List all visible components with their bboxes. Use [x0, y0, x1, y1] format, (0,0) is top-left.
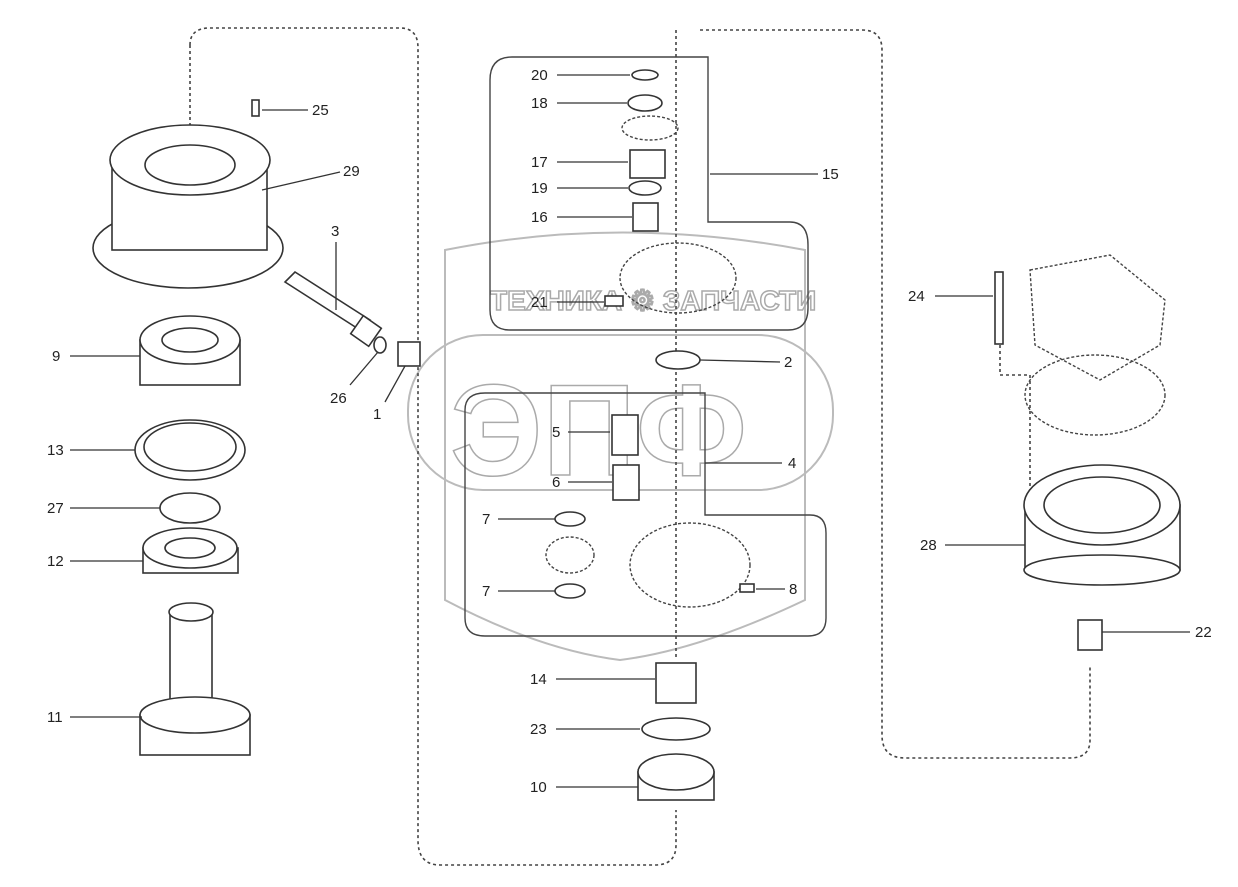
label-16: 16: [531, 209, 548, 226]
label-20: 20: [531, 67, 548, 84]
label-26: 26: [330, 390, 347, 407]
part-pin-5: [611, 414, 639, 456]
label-1: 1: [373, 406, 381, 423]
label-18: 18: [531, 95, 548, 112]
label-7: 7: [482, 511, 490, 528]
label-17: 17: [531, 154, 548, 171]
part-ring-7: [554, 511, 586, 527]
label-3: 3: [331, 223, 339, 240]
watermark-logo: ЭПФ ТЕХНИКА ⚙ ЗАПЧАСТИ: [407, 231, 834, 662]
label-6: 6: [552, 474, 560, 491]
part-pin-25: [251, 99, 260, 117]
part-washer-2: [655, 350, 701, 370]
part-bearing-9: [139, 315, 241, 386]
part-nut-1: [397, 341, 421, 367]
label-27: 27: [47, 500, 64, 517]
label-21: 21: [531, 294, 548, 311]
label-19: 19: [531, 180, 548, 197]
part-pin-21: [604, 295, 624, 307]
label-13: 13: [47, 442, 64, 459]
label-28: 28: [920, 537, 937, 554]
part-washer-26: [373, 336, 387, 354]
watermark-logo-text: ЭПФ: [450, 357, 747, 503]
leader-lines: [70, 74, 1190, 788]
part-motor: [1024, 254, 1166, 436]
label-10: 10: [530, 779, 547, 796]
part-ring-23: [641, 717, 711, 741]
part-ring-7b: [554, 583, 586, 599]
part-ring-20: [631, 69, 659, 81]
part-ring-27: [159, 492, 221, 524]
part-housing-29: [92, 124, 284, 289]
label-8: 8: [789, 581, 797, 598]
part-bolt-24: [994, 271, 1004, 345]
label-24: 24: [908, 288, 925, 305]
part-pin-16: [632, 202, 659, 232]
label-23: 23: [530, 721, 547, 738]
label-14: 14: [530, 671, 547, 688]
label-29: 29: [343, 163, 360, 180]
part-shaft-11: [139, 602, 251, 756]
part-labels: 20 18 17 19 16 21 15 2 5 4 6 7 7 8 14 23…: [47, 67, 1212, 796]
label-2: 2: [784, 354, 792, 371]
label-4: 4: [788, 455, 796, 472]
part-bushing-17: [629, 149, 666, 179]
label-12: 12: [47, 553, 64, 570]
label-9: 9: [52, 348, 60, 365]
label-22: 22: [1195, 624, 1212, 641]
part-bolt-3: [283, 270, 372, 332]
part-gear-14: [655, 662, 697, 704]
part-bushing-6: [612, 464, 640, 501]
watermark-top-text: ТЕХНИКА ⚙ ЗАПЧАСТИ: [490, 285, 816, 316]
label-5: 5: [552, 424, 560, 441]
label-25: 25: [312, 102, 329, 119]
part-cap-22: [1077, 619, 1103, 651]
part-ring-gear-28: [1023, 464, 1181, 586]
label-7-lower: 7: [482, 583, 490, 600]
label-15: 15: [822, 166, 839, 183]
part-pin-8: [739, 583, 755, 593]
label-11: 11: [47, 709, 63, 726]
part-seal-12: [142, 527, 239, 574]
part-ring-18: [627, 94, 663, 112]
part-bearing-10: [637, 753, 715, 801]
part-ring-19: [628, 180, 662, 196]
